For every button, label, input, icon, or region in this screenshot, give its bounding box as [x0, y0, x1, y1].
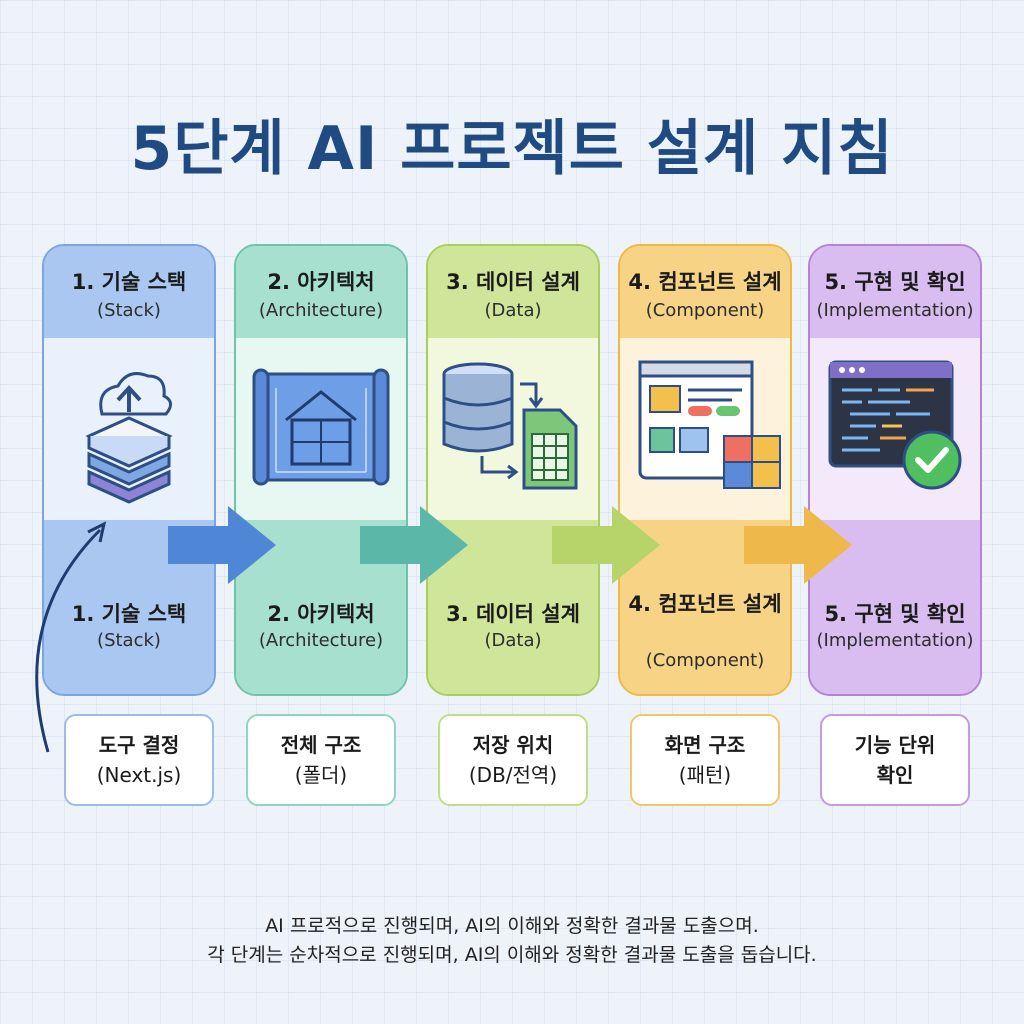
step-title: 2. 아키텍처 [267, 270, 375, 294]
step-bottom-title: 2. 아키텍처 [267, 602, 375, 626]
blueprint-house-icon [252, 368, 390, 486]
note-line1: 저장 위치 [472, 733, 554, 757]
cloud-server-icon [85, 372, 173, 504]
step-subtitle: (Architecture) [258, 300, 384, 321]
footer-line2: 각 단계는 순차적으로 진행되며, AI의 이해와 정확한 결과물 도출을 돕습… [207, 944, 817, 966]
step-bottom-title: 1. 기술 스택 [71, 602, 187, 626]
arrow-right-icon [552, 506, 660, 584]
step-card-data: 3. 데이터 설계 (Data) 3. 데이터 설계 (Data) [426, 244, 600, 696]
step-bottom-subtitle: (Stack) [97, 630, 161, 651]
arrow-right-icon [744, 506, 852, 584]
step-card-architecture: 2. 아키텍처 (Architecture) 2. 아키텍처 (Architec… [234, 244, 408, 696]
note-line2: (DB/전역) [468, 763, 558, 787]
note-card: 전체 구조 (폴더) [246, 714, 396, 806]
database-spreadsheet-icon [442, 362, 578, 490]
step-bottom-title: 3. 데이터 설계 [446, 602, 580, 626]
step-title: 5. 구현 및 확인 [824, 270, 966, 294]
arrow-right-icon [168, 506, 276, 584]
note-line2: 확인 [876, 763, 914, 787]
step-bottom-subtitle: (Component) [645, 650, 765, 671]
step-bottom-subtitle: (Architecture) [258, 630, 384, 651]
arrow-right-icon [360, 506, 468, 584]
page-title: 5단계 AI 프로젝트 설계 지침 [130, 114, 894, 184]
note-card: 도구 결정 (Next.js) [64, 714, 214, 806]
step-bottom-subtitle: (Data) [484, 630, 542, 651]
note-line2: (Next.js) [96, 763, 182, 787]
code-check-icon [828, 360, 962, 490]
step-title: 1. 기술 스택 [71, 270, 187, 294]
step-subtitle: (Implementation) [816, 300, 974, 321]
step-bottom-title: 5. 구현 및 확인 [824, 602, 966, 626]
note-line2: (패턴) [678, 763, 732, 787]
step-card-stack: 1. 기술 스택 (Stack) 1. 기술 스택 (Stack) [42, 244, 216, 696]
step-card-implementation: 5. 구현 및 확인 (Implementation) 5. 구현 및 확인 (… [808, 244, 982, 696]
note-line1: 도구 결정 [98, 733, 180, 757]
step-bottom-title: 4. 컴포넌트 설계 [628, 592, 782, 616]
step-title: 3. 데이터 설계 [446, 270, 580, 294]
footer-line1: AI 프로적으로 진행되며, AI의 이해와 정확한 결과물 도출으며. [265, 915, 759, 937]
step-bottom-subtitle: (Implementation) [816, 630, 974, 651]
step-subtitle: (Stack) [97, 300, 161, 321]
note-line1: 화면 구조 [664, 733, 746, 757]
note-line1: 전체 구조 [280, 733, 362, 757]
step-subtitle: (Component) [645, 300, 765, 321]
step-subtitle: (Data) [484, 300, 542, 321]
note-line1: 기능 단위 [854, 733, 936, 757]
note-card: 화면 구조 (패턴) [630, 714, 780, 806]
note-card: 저장 위치 (DB/전역) [438, 714, 588, 806]
step-card-component: 4. 컴포넌트 설계 (Component) 4. 컴포넌트 설계 (Compo… [618, 244, 792, 696]
note-line2: (폴더) [294, 763, 348, 787]
note-card: 기능 단위 확인 [820, 714, 970, 806]
step-title: 4. 컴포넌트 설계 [628, 270, 782, 294]
footer-text: AI 프로적으로 진행되며, AI의 이해와 정확한 결과물 도출으며. 각 단… [0, 912, 1024, 970]
ui-puzzle-icon [638, 360, 781, 489]
